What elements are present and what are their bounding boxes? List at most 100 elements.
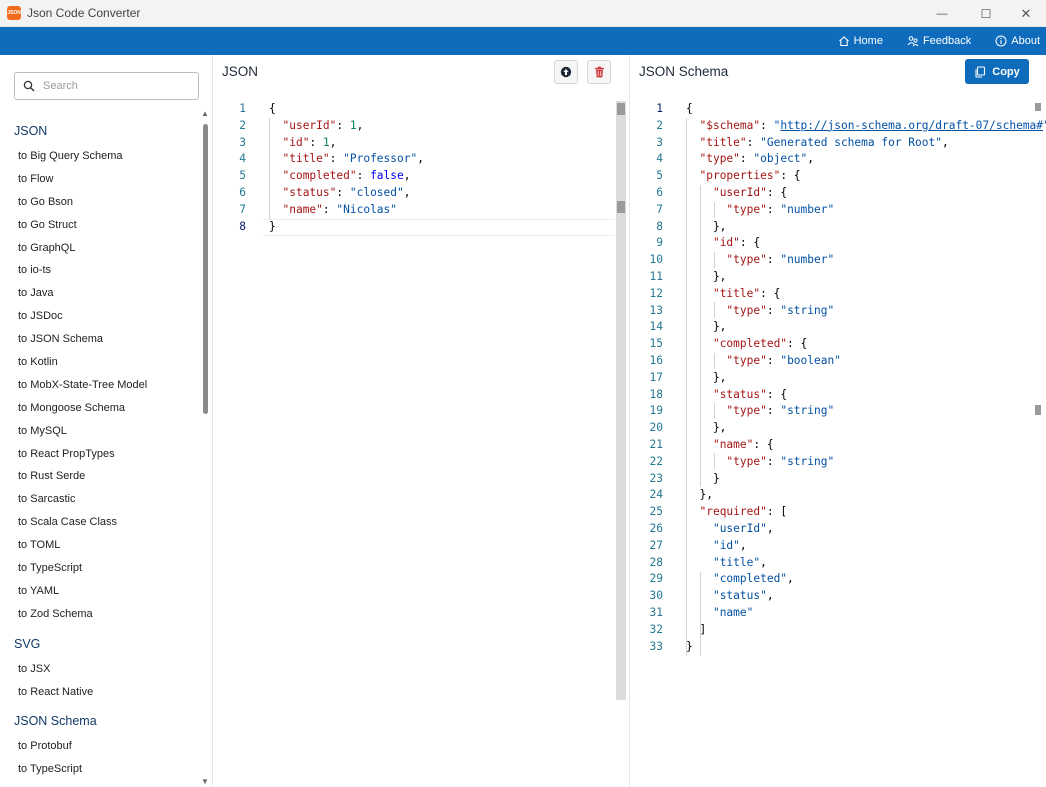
code-line: 26 "userId", [630, 521, 1046, 538]
line-number: 7 [656, 202, 663, 216]
schema-scroll-thumb[interactable] [1035, 103, 1041, 111]
code-token: "title" [712, 555, 761, 569]
code-line: 4 "title": "Professor", [213, 151, 629, 168]
code-line: 31 "name" [630, 605, 1046, 622]
line-number: 6 [656, 186, 663, 199]
upload-button[interactable] [554, 60, 578, 84]
code-token: "type" [726, 253, 767, 267]
code-token: }, [686, 488, 713, 502]
converter-item[interactable]: to React Native [18, 685, 94, 698]
code-line: 12 "title": { [630, 286, 1046, 303]
converter-item[interactable]: to Sarcastic [18, 493, 76, 506]
code-token [686, 354, 726, 367]
schema-editor[interactable]: 1{2 "$schema": "http://json-schema.org/d… [630, 101, 1046, 787]
clear-button[interactable] [587, 60, 611, 84]
code-token: 1 [322, 135, 330, 149]
code-text: }, [686, 487, 713, 504]
converter-item[interactable]: to MobX-State-Tree Model [18, 378, 148, 391]
maximize-button[interactable]: ☐ [966, 0, 1006, 27]
code-token: : [336, 118, 350, 132]
code-token [269, 119, 282, 132]
code-token: "title" [699, 135, 747, 149]
copy-button-label: Copy [992, 65, 1020, 78]
line-number: 27 [649, 538, 663, 552]
code-line: 21 "name": { [630, 437, 1046, 454]
code-text: { [269, 101, 276, 118]
code-token [686, 119, 699, 132]
sidebar-scrollbar[interactable]: ▲ ▼ [200, 109, 210, 786]
code-text: }, [686, 219, 726, 236]
json-panel-title: JSON [222, 64, 259, 79]
code-token [686, 589, 713, 602]
code-token: "string" [780, 303, 835, 317]
minimize-button[interactable]: — [918, 0, 966, 27]
nav-feedback-label: Feedback [922, 35, 972, 47]
line-number: 32 [649, 622, 663, 636]
line-number: 3 [656, 135, 663, 149]
code-token: } [269, 219, 276, 233]
converter-item[interactable]: to JSON Schema [18, 333, 103, 346]
code-token: "string" [780, 454, 835, 468]
code-line: 17 }, [630, 370, 1046, 387]
code-token: "name" [282, 202, 323, 216]
line-number: 20 [649, 421, 663, 435]
nav-about-link[interactable]: About [995, 35, 1040, 47]
search-box[interactable] [14, 72, 199, 100]
line-number: 26 [649, 522, 663, 535]
code-token: : { [739, 236, 761, 250]
converter-item[interactable]: to Go Struct [18, 218, 77, 231]
converter-item[interactable]: to Protobuf [18, 740, 72, 753]
converter-item[interactable]: to TOML [18, 539, 61, 552]
converter-item[interactable]: to Scala Case Class [18, 516, 118, 529]
code-token: "userId" [282, 118, 337, 132]
converter-item[interactable]: to JSDoc [18, 310, 63, 323]
converter-item[interactable]: to Go Bson [18, 195, 74, 208]
code-token [269, 169, 282, 182]
code-token: "completed" [282, 169, 357, 183]
line-number: 13 [649, 303, 663, 317]
scroll-up-arrow-icon[interactable]: ▲ [201, 109, 209, 118]
converter-item[interactable]: to Flow [18, 172, 54, 185]
code-text: "type": "number" [686, 252, 834, 269]
converter-item[interactable]: to YAML [18, 584, 60, 597]
code-token: "required" [699, 505, 767, 519]
converter-item[interactable]: to Mongoose Schema [18, 401, 126, 414]
code-token: : [766, 354, 781, 367]
sidebar-scroll-thumb[interactable] [203, 124, 208, 414]
converter-item[interactable]: to io-ts [18, 264, 52, 277]
copy-button[interactable]: Copy [965, 59, 1029, 84]
converter-item[interactable]: to Java [18, 287, 54, 300]
converter-item[interactable]: to TypeScript [18, 763, 82, 776]
json-editor-scrollbar[interactable] [616, 101, 626, 700]
converter-item[interactable]: to Zod Schema [18, 607, 93, 620]
converter-item[interactable]: to Kotlin [18, 356, 58, 369]
code-token: , [941, 135, 949, 149]
nav-feedback-link[interactable]: Feedback [907, 35, 971, 47]
code-token [269, 136, 282, 149]
converter-item[interactable]: to GraphQL [18, 241, 76, 254]
scroll-down-arrow-icon[interactable]: ▼ [201, 777, 209, 786]
converter-item[interactable]: to React PropTypes [18, 447, 115, 460]
converter-item[interactable]: to MySQL [18, 424, 67, 437]
json-editor[interactable]: 1{2 "userId": 1,3 "id": 1,4 "title": "Pr… [213, 101, 629, 787]
search-input[interactable] [43, 80, 183, 92]
nav-home-link[interactable]: Home [838, 35, 883, 47]
code-token: : { [766, 186, 788, 199]
line-number: 7 [239, 202, 246, 216]
line-number: 22 [649, 454, 663, 468]
code-line: 22 "type": "string" [630, 454, 1046, 471]
code-token: "type" [726, 404, 767, 418]
code-line: 27 "id", [630, 538, 1046, 555]
line-number: 5 [656, 169, 663, 183]
converter-item[interactable]: to TypeScript [18, 562, 82, 575]
converter-item[interactable]: to Big Query Schema [18, 150, 123, 162]
converter-item[interactable]: to JSX [18, 662, 51, 675]
line-number: 19 [649, 404, 663, 418]
converter-item[interactable]: to Rust Serde [18, 470, 86, 483]
code-token: "title" [282, 152, 330, 166]
line-number: 4 [656, 152, 663, 166]
schema-link[interactable]: http://json-schema.org/draft-07/schema# [780, 118, 1044, 132]
close-button[interactable]: ✕ [1006, 0, 1046, 27]
code-token: "boolean" [780, 354, 841, 367]
